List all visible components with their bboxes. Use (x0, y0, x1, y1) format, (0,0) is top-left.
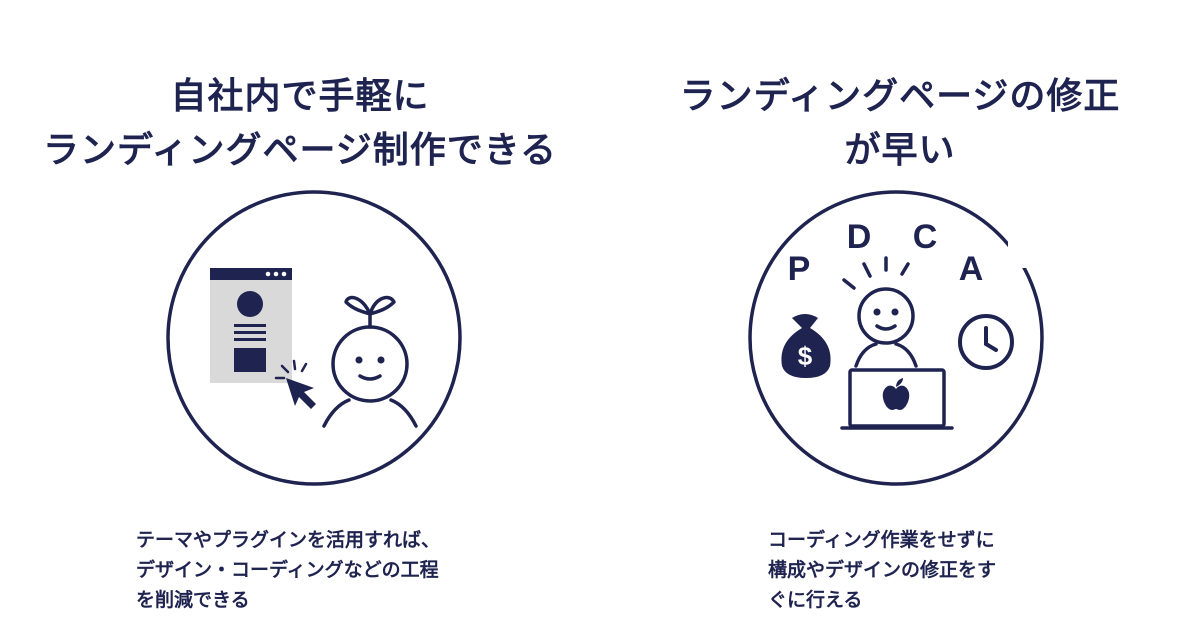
lp-revision-illustration: P D C A $ (748, 190, 1044, 486)
clock-icon (958, 314, 1014, 370)
money-bag-icon: $ (781, 314, 831, 378)
feature-description: コーディング作業をせずに 構成やデザインの修正をす ぐに行える (768, 529, 997, 611)
heading-line-1: ランディングページの修正 (679, 75, 1121, 117)
feature-heading: ランディングページの修正 が早い (600, 70, 1200, 178)
pdca-letter-c: C (913, 218, 938, 256)
cursor-click-icon (274, 359, 316, 409)
svg-text:$: $ (798, 341, 813, 371)
pdca-letter-p: P (788, 250, 811, 288)
sprout-person-icon (322, 295, 418, 428)
heading-line-2: が早い (844, 129, 956, 171)
pdca-letter-d: D (847, 218, 872, 256)
lp-creation-illustration (166, 190, 462, 486)
browser-window-icon (210, 268, 292, 383)
apple-logo-icon (882, 378, 910, 410)
feature-easy-lp-creation: 自社内で手軽に ランディングページ制作できる (0, 70, 600, 611)
feature-description: テーマやプラグインを活用すれば、 デザイン・コーディングなどの工程 を削減できる (136, 529, 441, 611)
heading-line-2: ランディングページ制作できる (42, 129, 558, 171)
feature-heading: 自社内で手軽に ランディングページ制作できる (0, 70, 600, 178)
pdca-letter-a: A (959, 250, 984, 288)
heading-line-1: 自社内で手軽に (170, 75, 430, 117)
feature-fast-lp-revision: ランディングページの修正 が早い P D C A $ (600, 0, 1200, 630)
